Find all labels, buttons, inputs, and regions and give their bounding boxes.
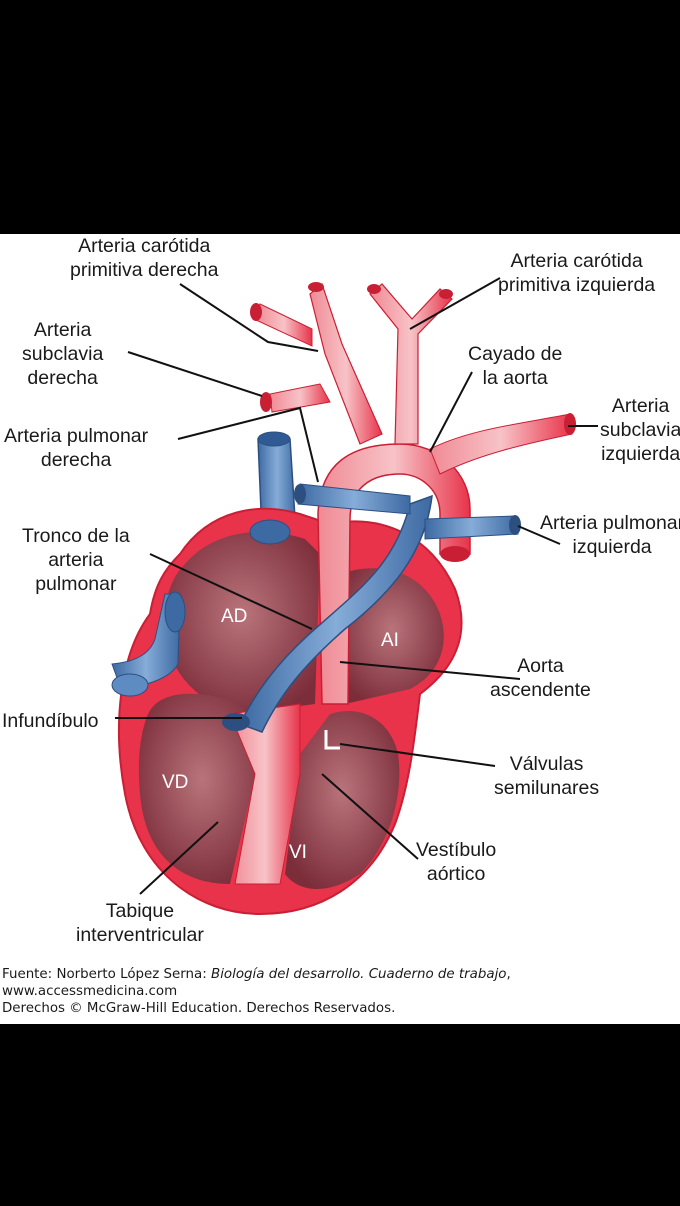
leader-tronco [149,553,313,630]
label-valvulas-semilunares: Válvulas semilunares [494,753,600,799]
right-ventricle [138,693,265,884]
lcca-opening-a [367,284,381,294]
coronary-opening [249,519,291,545]
ivc-opening [111,673,149,697]
label-pulmonar-izquierda: Arteria pulmonar izquierda [540,512,680,558]
leader-tabique [139,821,219,895]
ivc-upper-opening [164,591,186,633]
leader-subclavia-der [127,351,263,397]
chamber-ad: AD [221,606,248,627]
lsa-opening [564,413,576,435]
infundibulum-opening [222,713,250,731]
leader-valvulas [339,743,496,767]
label-subclavia-izquierda: Arteria subclavia izquierda [600,395,680,465]
label-aorta-ascendente: Aorta ascendente [490,655,591,701]
source-book: Biología del desarrollo. Cuaderno de tra… [211,967,507,982]
label-tronco-pulmonar: Tronco de la arteria pulmonar [22,525,130,595]
label-pulmonar-derecha: Arteria pulmonar derecha [4,425,149,471]
lpa-opening [509,515,521,535]
leader-lines [115,277,598,895]
chamber-ai: AI [381,630,399,651]
source-credit: Fuente: Norberto López Serna: Biología d… [2,966,511,1017]
leader-cayado [429,371,473,453]
semilunar-valve-mark [324,730,340,750]
rsa-opening [260,392,272,412]
left-ventricle [285,710,400,889]
chamber-vd: VD [162,772,189,793]
leader-pulmonar-der [177,406,319,483]
lcca-opening-b [439,289,453,299]
septum-shape [229,703,301,885]
leader-carotida-izq [409,277,501,330]
rpa-opening [294,484,306,504]
left-subclavian-artery [429,413,573,475]
label-carotida-izquierda: Arteria carótida primitiva izquierda [498,250,656,296]
chamber-vi: VI [289,842,307,863]
leader-pulmonar-izq [517,525,561,545]
rcca-opening-a [250,303,262,321]
leader-carotida-der [179,283,319,352]
left-carotid-artery [369,283,453,445]
source-line-1: Fuente: Norberto López Serna: Biología d… [2,966,511,983]
label-vestibulo-aortico: Vestíbulo aórtico [416,839,497,885]
label-tabique-interventricular: Tabique interventricular [76,900,204,946]
label-cayado-aorta: Cayado de la aorta [468,343,563,389]
source-suffix: , [506,967,511,982]
source-prefix: Fuente: Norberto López Serna: [2,967,212,982]
pulmonary-trunk [238,494,433,733]
vena-cava-opening [257,431,291,447]
source-url: www.accessmedicina.com [2,984,178,999]
aortic-arch [317,443,471,705]
diagram-panel: Arteria carótida primitiva derecha Arter… [0,234,680,1024]
aorta-desc-opening [440,546,470,562]
left-pulmonary-artery [424,515,519,540]
rcca-opening-b [308,282,324,292]
brachiocephalic-trunk [309,282,383,445]
label-infundibulo: Infundíbulo [2,710,99,732]
leader-aorta-asc [339,661,521,680]
source-rights: Derechos © McGraw-Hill Education. Derech… [2,1001,396,1016]
right-subclavian-artery [269,383,331,413]
heart-diagram-art [111,277,598,916]
label-subclavia-derecha: Arteria subclavia derecha [22,319,104,389]
leader-vestibulo [321,773,419,860]
label-carotida-derecha: Arteria carótida primitiva derecha [70,235,219,281]
